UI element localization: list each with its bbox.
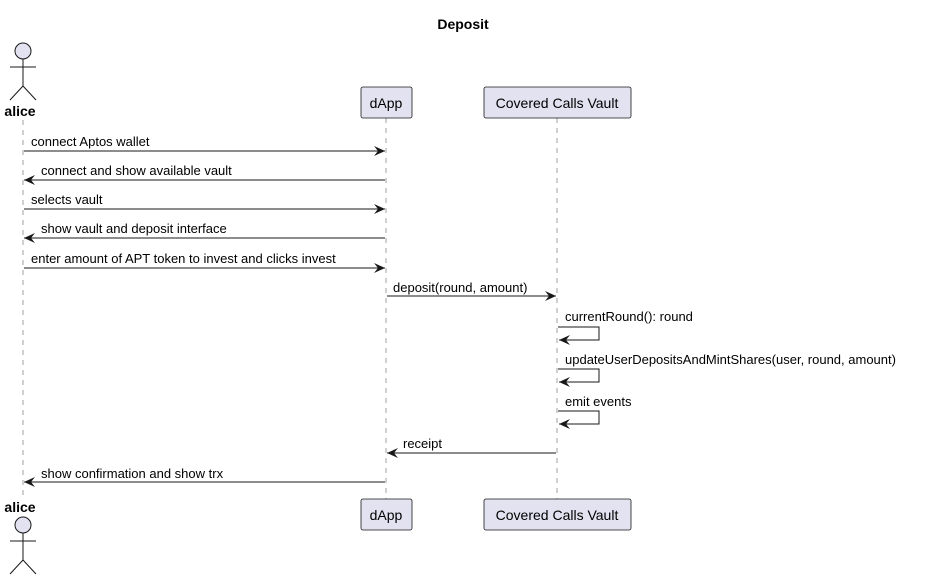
message-1: connect Aptos wallet (24, 134, 385, 156)
message-10: receipt (387, 436, 556, 458)
message-label: currentRound(): round (565, 309, 693, 324)
actor-alice-top: alice (4, 42, 37, 119)
message-5: enter amount of APT token to invest and … (24, 251, 385, 273)
message-label: receipt (403, 436, 442, 451)
message-4: show vault and deposit interface (24, 221, 385, 243)
message-7-self: currentRound(): round (558, 309, 693, 345)
actor-stick-figure-icon (9, 516, 37, 575)
participant-dapp-bottom: dApp (360, 498, 413, 531)
participant-vault-bottom: Covered Calls Vault (483, 498, 632, 531)
message-2: connect and show available vault (24, 163, 385, 185)
message-8-self: updateUserDepositsAndMintShares(user, ro… (558, 352, 896, 387)
message-label: show vault and deposit interface (41, 221, 227, 236)
participant-label-dapp-bottom: dApp (370, 507, 403, 523)
message-label: connect and show available vault (41, 163, 232, 178)
participant-vault-top: Covered Calls Vault (483, 86, 632, 119)
actor-alice-bottom: alice (4, 499, 37, 575)
message-11: show confirmation and show trx (24, 466, 385, 487)
message-6: deposit(round, amount) (387, 280, 556, 301)
message-label: selects vault (31, 192, 103, 207)
diagram-title: Deposit (437, 16, 489, 32)
actor-label-alice-bottom: alice (4, 499, 35, 515)
message-label: updateUserDepositsAndMintShares(user, ro… (565, 352, 896, 367)
message-label: connect Aptos wallet (31, 134, 150, 149)
message-label: enter amount of APT token to invest and … (31, 251, 336, 266)
message-label: emit events (565, 394, 632, 409)
actor-label-alice-top: alice (4, 103, 35, 119)
actor-stick-figure-icon (9, 42, 37, 101)
message-3: selects vault (24, 192, 385, 214)
participant-label-vault-top: Covered Calls Vault (496, 95, 619, 111)
message-label: deposit(round, amount) (393, 280, 527, 295)
participant-label-vault-bottom: Covered Calls Vault (496, 507, 619, 523)
message-label: show confirmation and show trx (41, 466, 224, 481)
participant-label-dapp-top: dApp (370, 95, 403, 111)
participant-dapp-top: dApp (360, 86, 413, 119)
message-9-self: emit events (558, 394, 632, 429)
